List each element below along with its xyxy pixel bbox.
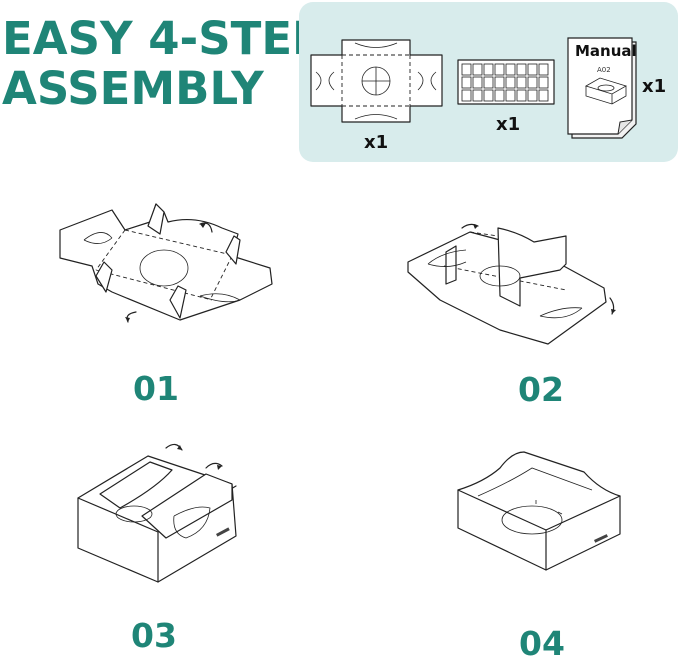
part-3-qty: x1 (642, 76, 667, 97)
step-01-illustration (59, 203, 273, 323)
step-03-illustration (77, 443, 237, 583)
manual-label: Manual (575, 42, 637, 60)
part-1-qty: x1 (364, 132, 389, 153)
step-number-02: 02 (518, 370, 564, 409)
step-04-illustration (457, 451, 621, 571)
flat-box-blank-illustration (310, 39, 443, 123)
step-number-01: 01 (133, 369, 179, 408)
step-number-03: 03 (131, 616, 177, 655)
step-02-illustration (407, 223, 616, 345)
title-line-1: EASY 4-STEP (2, 12, 326, 65)
manual-illustration (567, 37, 637, 139)
manual-code: A02 (597, 66, 611, 74)
page-title: EASY 4-STEP ASSEMBLY (2, 14, 325, 114)
step-number-04: 04 (519, 624, 565, 663)
part-2-qty: x1 (496, 114, 521, 135)
title-line-2: ASSEMBLY (2, 62, 264, 115)
sticker-sheet-illustration (457, 59, 555, 105)
